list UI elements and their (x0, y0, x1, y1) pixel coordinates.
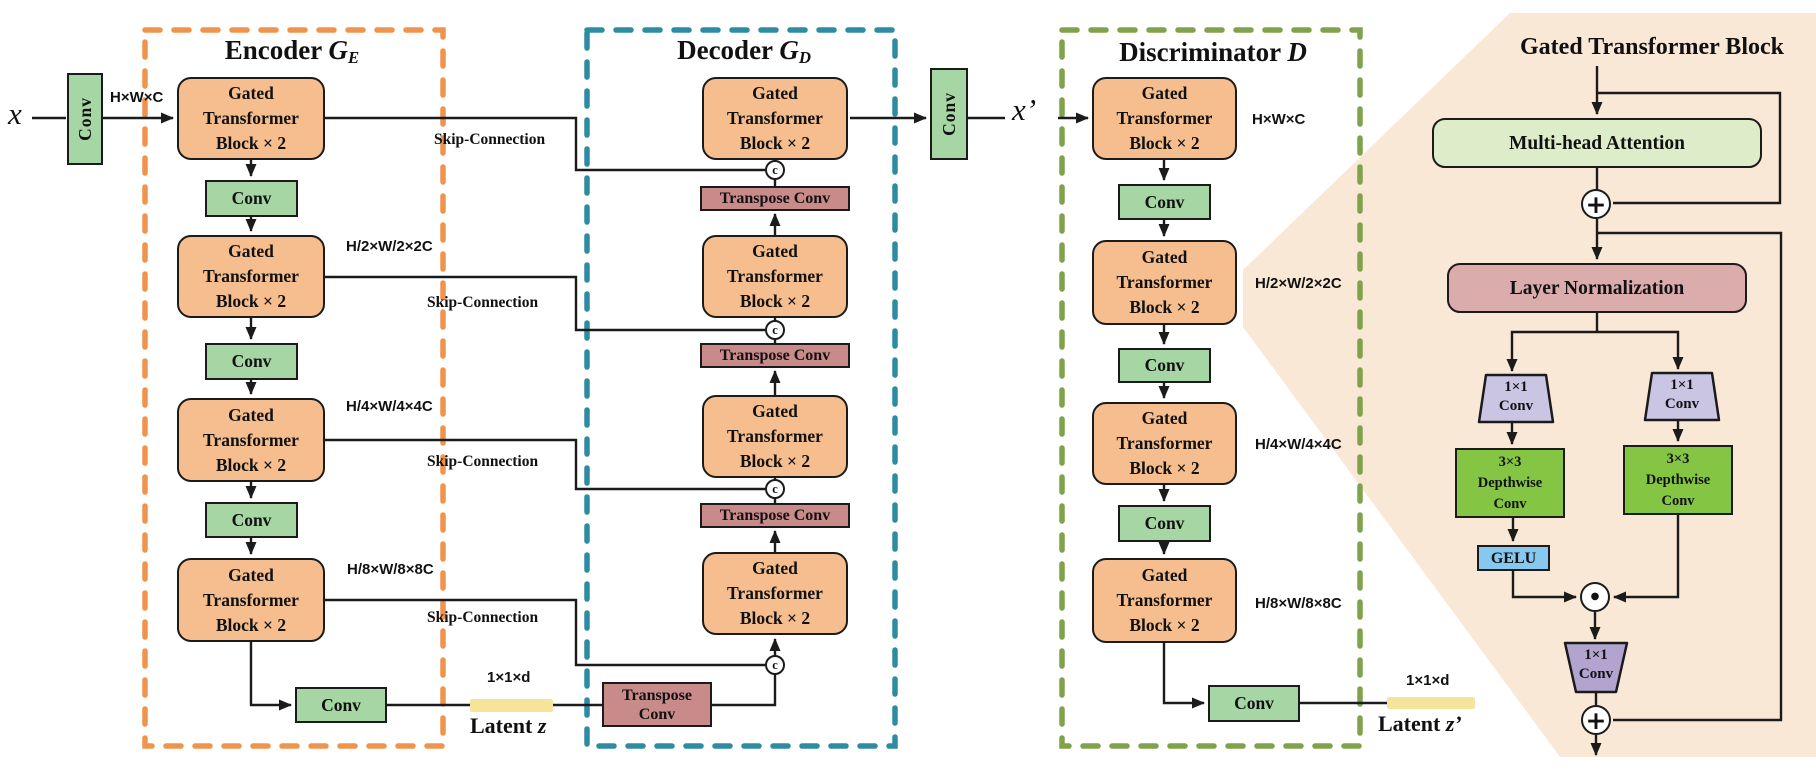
discriminator-dashed-border (1059, 27, 1363, 749)
encoder-dim-4: H/8×W/8×8C (347, 561, 434, 578)
encoder-gtb-3: Gated Transformer Block × 2 (177, 398, 325, 482)
concat-circle-1: c (765, 160, 785, 180)
skip-connection-label-1: Skip-Connection (434, 131, 546, 148)
encoder-conv-1: Conv (205, 180, 298, 217)
encoder-dim-1: H×W×C (110, 89, 164, 106)
input-conv: Conv (67, 73, 103, 165)
discriminator-dim-2: H/2×W/2×2C (1255, 275, 1342, 292)
conv1x1-left-shape (1477, 373, 1555, 424)
discriminator-conv-2: Conv (1118, 348, 1211, 383)
encoder-dim-2: H/2×W/2×2C (346, 238, 433, 255)
concat-circle-4: c (765, 655, 785, 675)
latent-bar-z-prime (1387, 697, 1475, 709)
conv1x1-out-shape (1563, 641, 1629, 694)
conv1x1-left-label: 1×1 Conv (1498, 379, 1534, 414)
discriminator-dim-4: H/8×W/8×8C (1255, 595, 1342, 612)
encoder-gtb-4: Gated Transformer Block × 2 (177, 558, 325, 642)
decoder-gtb-4: Gated Transformer Block × 2 (702, 552, 848, 635)
latent-z-prime-dim: 1×1×d (1406, 672, 1450, 689)
input-x-label: x (8, 96, 22, 131)
discriminator-dim-3: H/4×W/4×4C (1255, 436, 1342, 453)
output-x-prime-label: x’ (1012, 92, 1037, 127)
dot-icon: ● (1590, 591, 1600, 602)
decoder-output-conv: Conv (930, 68, 968, 160)
decoder-title: Decoder GD (677, 35, 811, 67)
latent-bar-z (470, 699, 553, 712)
latent-z-label: Latent z (470, 713, 547, 738)
gtb-detail-title: Gated Transformer Block (1520, 34, 1784, 60)
discriminator-conv-1: Conv (1118, 184, 1211, 220)
latent-z-dim: 1×1×d (487, 669, 531, 686)
discriminator-gtb-3: Gated Transformer Block × 2 (1092, 402, 1237, 485)
add-circle-1: + (1581, 189, 1611, 219)
gelu-block: GELU (1477, 545, 1550, 571)
layer-normalization-block: Layer Normalization (1447, 263, 1747, 313)
discriminator-conv-3: Conv (1118, 505, 1211, 542)
decoder-dashed-border (584, 27, 898, 749)
transpose-conv-2: Transpose Conv (700, 343, 850, 368)
encoder-dashed-border (142, 27, 446, 749)
discriminator-conv-out: Conv (1208, 685, 1300, 722)
discriminator-gtb-4: Gated Transformer Block × 2 (1092, 558, 1237, 643)
latent-z-prime-label: Latent z’ (1378, 711, 1462, 736)
encoder-conv-2: Conv (205, 343, 298, 380)
concat-circle-2: c (765, 320, 785, 340)
skip-connection-label-4: Skip-Connection (427, 609, 539, 626)
decoder-gtb-2: Gated Transformer Block × 2 (702, 235, 848, 318)
encoder-title: Encoder GE (224, 35, 360, 67)
concat-circle-3: c (765, 479, 785, 499)
dwconv-left-block: 3×3 Depthwise Conv (1455, 448, 1565, 518)
dwconv-right-block: 3×3 Depthwise Conv (1623, 445, 1733, 515)
discriminator-gtb-1: Gated Transformer Block × 2 (1092, 77, 1237, 160)
connector-lines (32, 66, 1783, 756)
plus-icon: + (1585, 705, 1607, 735)
conv1x1-right-label: 1×1 Conv (1664, 377, 1700, 412)
transpose-conv-3: Transpose Conv (700, 503, 850, 528)
discriminator-title: Discriminator D (1119, 37, 1307, 67)
encoder-dim-3: H/4×W/4×4C (346, 398, 433, 415)
skip-connection-label-2: Skip-Connection (427, 294, 539, 311)
conv1x1-right-shape (1643, 371, 1721, 422)
encoder-conv-out: Conv (295, 687, 387, 723)
encoder-conv-3: Conv (205, 502, 298, 538)
add-circle-2: + (1581, 705, 1611, 735)
discriminator-dim-1: H×W×C (1252, 111, 1306, 128)
decoder-gtb-1: Gated Transformer Block × 2 (702, 77, 848, 160)
encoder-gtb-1: Gated Transformer Block × 2 (177, 77, 325, 160)
transpose-conv-1: Transpose Conv (700, 186, 850, 211)
conv1x1-out-label: 1×1 Conv (1578, 647, 1614, 682)
decoder-gtb-3: Gated Transformer Block × 2 (702, 395, 848, 478)
skip-connection-label-3: Skip-Connection (427, 453, 539, 470)
plus-icon: + (1585, 189, 1607, 219)
transpose-conv-4: Transpose Conv (602, 682, 712, 727)
multiply-circle: ● (1580, 582, 1610, 612)
encoder-gtb-2: Gated Transformer Block × 2 (177, 235, 325, 318)
multi-head-attention-block: Multi-head Attention (1432, 118, 1762, 168)
discriminator-gtb-2: Gated Transformer Block × 2 (1092, 240, 1237, 325)
